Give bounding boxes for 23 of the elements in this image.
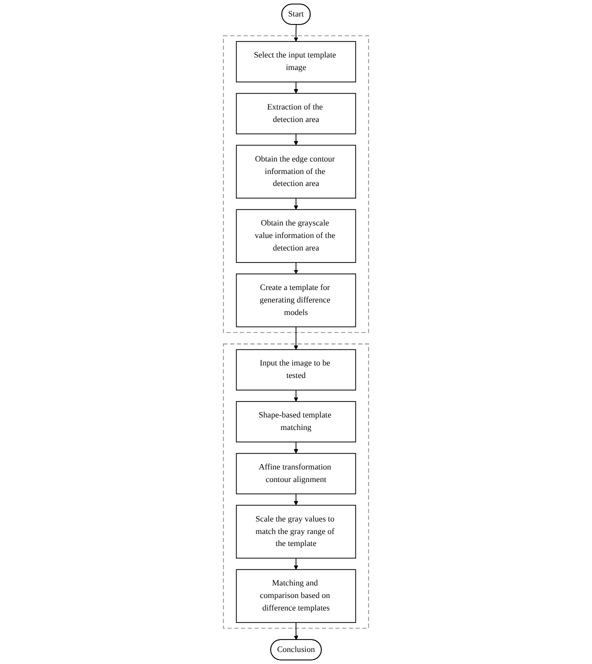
node-box: Matching and comparison based on difference templates [236, 569, 356, 623]
node-box: Scale the gray values to match the gray range of the template [236, 504, 356, 559]
node-box: Input the image to be tested [236, 349, 356, 390]
arrow [294, 442, 298, 454]
arrow [294, 262, 298, 274]
arrow [294, 82, 298, 94]
node-box: Shape-based template matching [236, 401, 356, 442]
arrow [294, 558, 298, 570]
cluster [222, 344, 370, 629]
arrow [294, 390, 298, 402]
cluster [222, 35, 370, 333]
arrow [294, 493, 298, 506]
node-box: Select the input template image [236, 41, 356, 82]
node-box: Obtain the grayscale value information of the detection area [236, 209, 356, 263]
arrow [294, 133, 298, 146]
node-box: Obtain the edge contour information of the detection area [236, 144, 356, 199]
node-box: Affine transformation contour alignment [236, 453, 356, 494]
arrow [294, 326, 298, 350]
node-box: Extraction of the detection area [236, 92, 356, 134]
arrow [294, 24, 298, 42]
arrow [294, 622, 298, 640]
node-box: Create a template for generating difference models [236, 274, 356, 328]
arrow [294, 198, 298, 210]
